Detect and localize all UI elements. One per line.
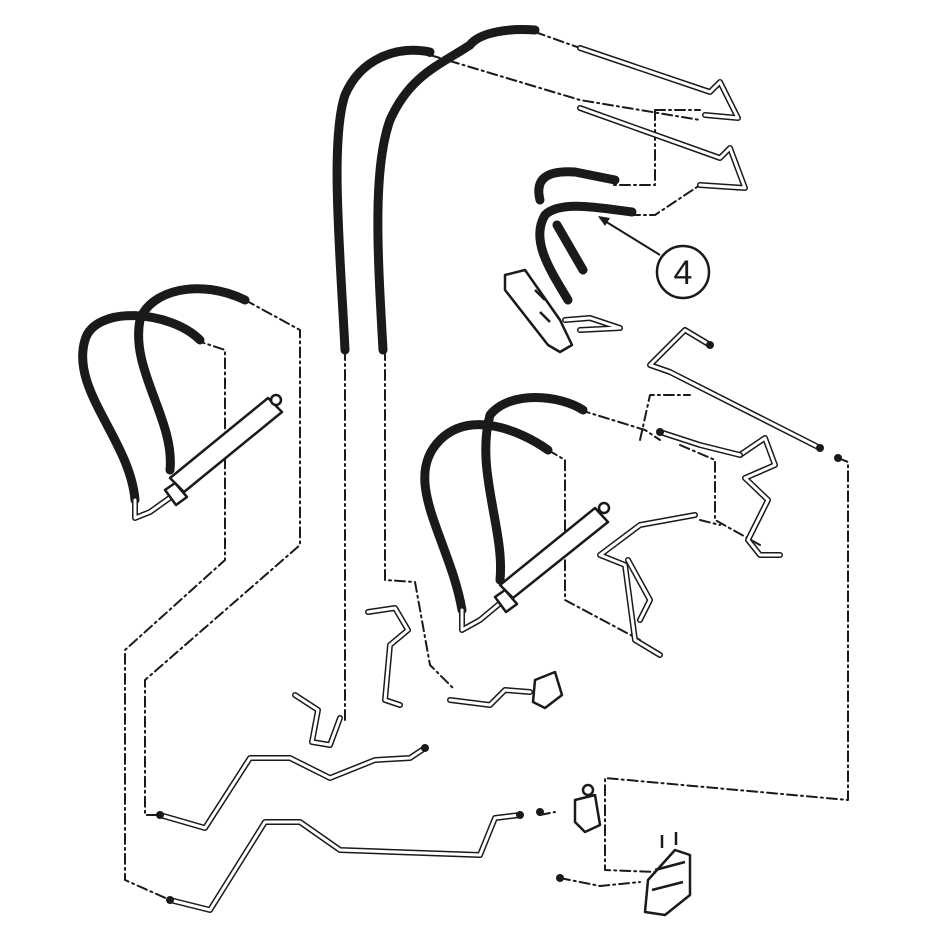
tube-upper-1 [577,45,741,121]
routing-line-top-1 [429,54,701,121]
fitting [544,446,552,454]
routing-line-top-2 [534,31,581,49]
callout-4: 4 [598,216,711,300]
mounting-bracket [503,268,623,354]
control-valve [643,832,692,917]
routing-line-right-long [604,457,849,873]
fitting [834,454,842,462]
fitting [611,176,619,184]
routing-line-left-1 [144,299,301,816]
tube-bracket-zigzag [737,435,783,558]
fitting [706,341,714,349]
fitting [156,811,164,819]
routing-line-mid-4 [639,394,691,441]
fitting [556,874,564,882]
routing-line-vertical-2 [384,349,456,691]
routing-line-mid-3 [679,444,761,546]
hose-mid-inner [481,393,588,585]
callout-label: 4 [674,254,693,292]
fitting [536,808,544,816]
hose-left-inner [134,284,250,475]
hose-top-left [332,45,435,355]
hose-left-outer [78,311,205,505]
hose-top-right [373,25,540,355]
fitting [531,26,539,34]
fitting [241,296,249,304]
routing-line-mid-1 [579,409,661,441]
routing-line-left-2 [124,339,226,901]
hose-mid-outer [420,420,553,615]
fitting [656,428,664,436]
callout-circle [655,244,711,300]
fittings [156,26,842,904]
routing-line-mid-5 [699,519,721,526]
cylinder-middle [493,501,611,614]
routing-line-bottom-2 [559,877,641,887]
routing-line-right-2 [629,184,701,216]
fitting [628,208,636,216]
routing-lines [124,31,849,901]
fitting [341,346,349,354]
fitting [379,346,387,354]
tubes [132,45,823,913]
hose-callout-lower [535,201,637,305]
hoses [78,25,637,615]
fitting [516,811,524,819]
tube-mid-right-1 [597,512,698,658]
tube-bottom-2 [167,812,523,913]
components [163,268,692,917]
callout-leader-line [599,217,661,256]
tube-bracket-upper [647,327,823,451]
hose-callout-upper [534,167,620,205]
fitting [421,744,429,752]
routing-line-mid-2 [547,449,641,641]
tee-block [531,670,564,710]
hose-callout-stub [552,220,588,275]
cylinder-left [163,393,284,507]
small-valve [573,783,602,834]
fitting [579,406,587,414]
fitting [426,49,434,57]
fitting [816,444,824,452]
fitting [196,336,204,344]
fitting [166,896,174,904]
callout-arrowhead [598,216,610,226]
